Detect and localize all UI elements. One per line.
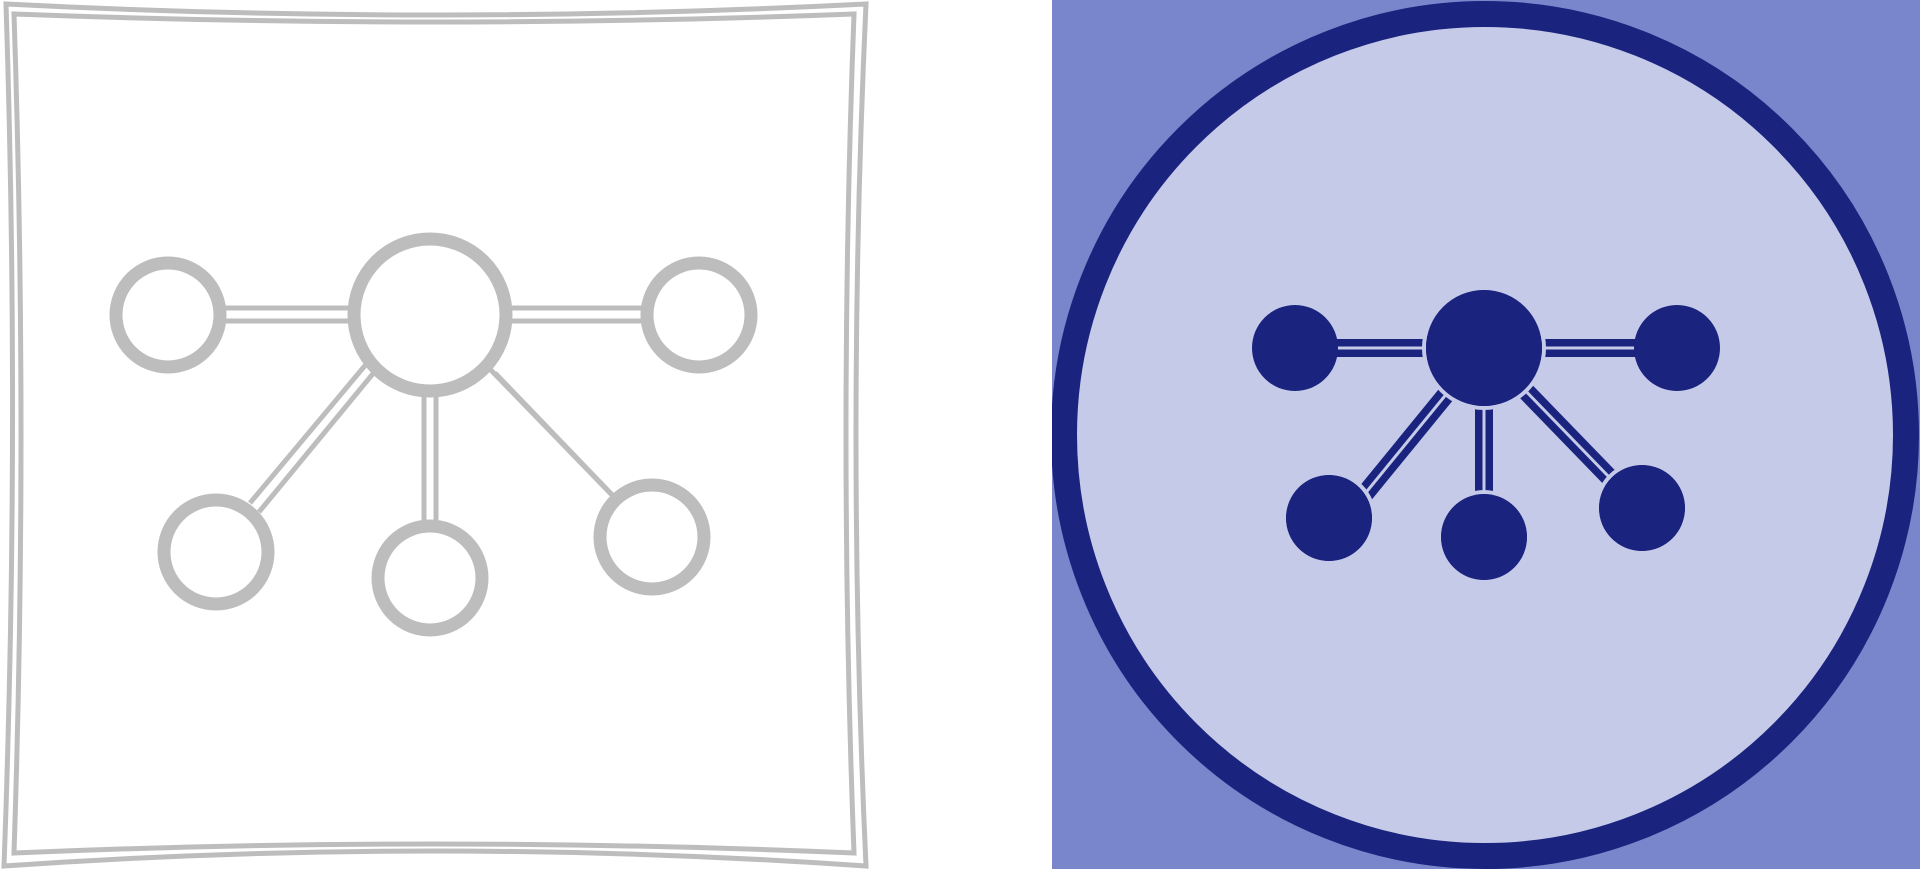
outline-icon-panel — [0, 0, 870, 869]
network-hub-outline-icon — [1, 1, 869, 869]
node-right — [1634, 305, 1720, 391]
nodes-redraw — [1286, 290, 1685, 580]
node-outlines — [1282, 286, 1689, 584]
node-left — [1252, 305, 1338, 391]
network-hub-filled-icon — [1052, 0, 1920, 869]
connectors — [222, 305, 643, 520]
nodes-inner — [123, 246, 744, 623]
filled-icon-panel — [1052, 0, 1920, 869]
sketch-frame-inner — [11, 11, 857, 856]
